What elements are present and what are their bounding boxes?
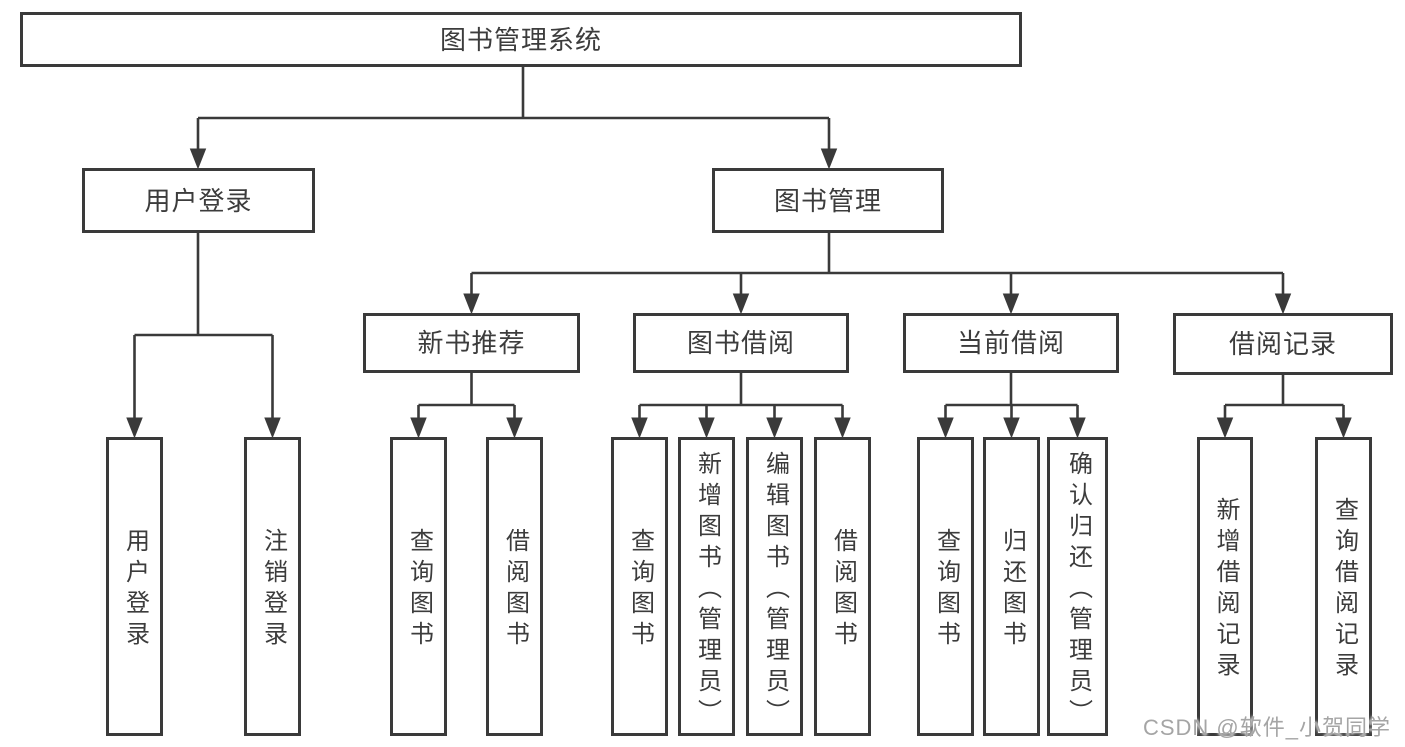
leaf-query-books-recommendation: 查询图书 <box>390 437 447 736</box>
leaf-query-books-current: 查询图书 <box>917 437 974 736</box>
node-borrowing-records: 借阅记录 <box>1173 313 1393 375</box>
node-book-borrowing: 图书借阅 <box>633 313 849 373</box>
node-new-book-recommendation: 新书推荐 <box>363 313 580 373</box>
node-label: 图书管理 <box>773 185 882 216</box>
node-label: 当前借阅 <box>956 328 1065 358</box>
node-label: 新书推荐 <box>417 328 526 358</box>
node-label: 图书借阅 <box>686 328 795 358</box>
leaf-label: 查询图书 <box>932 528 960 652</box>
leaf-label: 查询图书 <box>626 528 654 652</box>
leaf-add-borrow-record: 新增借阅记录 <box>1197 437 1253 736</box>
node-label: 用户登录 <box>144 185 253 216</box>
leaf-label: 注销登录 <box>259 528 287 652</box>
leaf-label: 用户登录 <box>121 528 149 652</box>
leaf-user-login: 用户登录 <box>106 437 163 736</box>
leaf-label: 编辑图书（管理员） <box>761 450 789 730</box>
leaf-label: 新增图书（管理员） <box>693 450 721 730</box>
leaf-query-borrow-record: 查询借阅记录 <box>1315 437 1372 736</box>
node-label: 图书管理系统 <box>439 24 602 55</box>
node-user-login-branch: 用户登录 <box>82 168 315 233</box>
leaf-label: 查询图书 <box>405 528 433 652</box>
leaf-edit-books-admin: 编辑图书（管理员） <box>746 437 803 736</box>
node-current-borrowing: 当前借阅 <box>903 313 1119 373</box>
leaf-add-books-admin: 新增图书（管理员） <box>678 437 735 736</box>
leaf-query-books-borrowing: 查询图书 <box>611 437 668 736</box>
node-label: 借阅记录 <box>1228 329 1337 359</box>
leaf-confirm-return-admin: 确认归还（管理员） <box>1047 437 1108 736</box>
leaf-borrow-books-recommendation: 借阅图书 <box>486 437 543 736</box>
leaf-label: 借阅图书 <box>829 528 857 652</box>
leaf-borrow-books: 借阅图书 <box>814 437 871 736</box>
leaf-label: 新增借阅记录 <box>1212 497 1239 683</box>
leaf-label: 借阅图书 <box>501 528 529 652</box>
node-book-management-branch: 图书管理 <box>712 168 944 233</box>
csdn-watermark: CSDN @软件_小贺同学 <box>1142 715 1391 740</box>
leaf-label: 确认归还（管理员） <box>1064 450 1092 730</box>
node-library-management-system: 图书管理系统 <box>20 12 1022 67</box>
leaf-label: 归还图书 <box>998 528 1026 652</box>
leaf-return-books: 归还图书 <box>983 437 1040 736</box>
leaf-logout: 注销登录 <box>244 437 301 736</box>
leaf-label: 查询借阅记录 <box>1330 497 1358 683</box>
